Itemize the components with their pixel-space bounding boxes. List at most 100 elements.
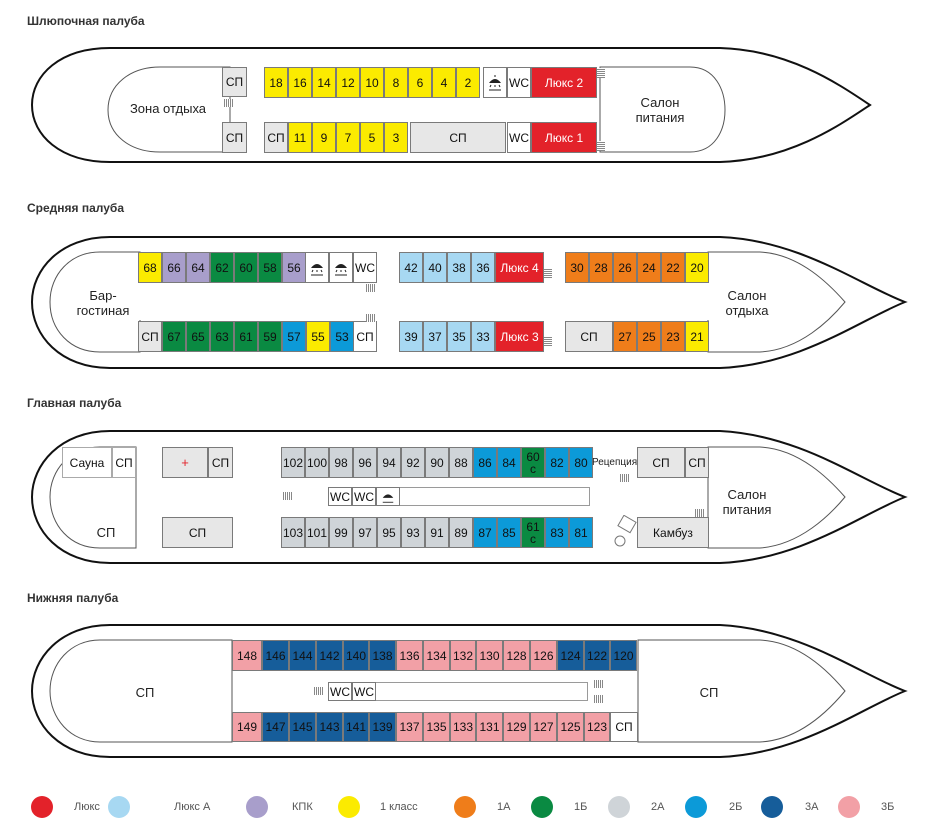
service-room[interactable]: СП: [264, 122, 288, 153]
cabin-boat[interactable]: 5: [360, 122, 384, 153]
cabin-middle[interactable]: 40: [423, 252, 447, 283]
wc-cell[interactable]: WC: [353, 252, 377, 283]
shower-cell[interactable]: [329, 252, 353, 283]
cabin-middle[interactable]: 35: [447, 321, 471, 352]
cabin-main[interactable]: 80: [569, 447, 593, 478]
cabin-boat[interactable]: 11: [288, 122, 312, 153]
wc-cell[interactable]: WC: [328, 487, 352, 506]
service-room[interactable]: СП: [162, 517, 233, 548]
cabin-lower[interactable]: 125: [557, 712, 584, 742]
cabin-lower[interactable]: 147: [262, 712, 289, 742]
cabin-boat[interactable]: 8: [384, 67, 408, 98]
cabin-lux-3[interactable]: Люкс 3: [495, 321, 544, 352]
cabin-lower[interactable]: 134: [423, 640, 450, 671]
cabin-lux-4[interactable]: Люкс 4: [495, 252, 544, 283]
cabin-lower[interactable]: 122: [584, 640, 610, 671]
cabin-main[interactable]: 101: [305, 517, 329, 548]
cabin-main[interactable]: 95: [377, 517, 401, 548]
cabin-middle[interactable]: 56: [282, 252, 306, 283]
cabin-main[interactable]: 81: [569, 517, 593, 548]
cabin-lower[interactable]: 123: [584, 712, 610, 742]
cabin-lower[interactable]: 128: [503, 640, 530, 671]
cabin-main[interactable]: 103: [281, 517, 305, 548]
cabin-main[interactable]: 84: [497, 447, 521, 478]
cabin-lux-1[interactable]: Люкс 1: [531, 122, 597, 153]
service-room[interactable]: СП: [353, 321, 377, 352]
cabin-middle[interactable]: 39: [399, 321, 423, 352]
cabin-boat[interactable]: 7: [336, 122, 360, 153]
cabin-middle[interactable]: 66: [162, 252, 186, 283]
cabin-main[interactable]: 87: [473, 517, 497, 548]
cabin-main[interactable]: 91: [425, 517, 449, 548]
wc-cell[interactable]: WC: [352, 487, 376, 506]
cabin-lower[interactable]: 149: [232, 712, 262, 742]
cabin-middle[interactable]: 20: [685, 252, 709, 283]
cabin-middle[interactable]: 63: [210, 321, 234, 352]
cabin-boat[interactable]: 9: [312, 122, 336, 153]
cabin-main[interactable]: 102: [281, 447, 305, 478]
cabin-lower[interactable]: 131: [476, 712, 503, 742]
shower-cell[interactable]: [305, 252, 329, 283]
cabin-middle[interactable]: 60: [234, 252, 258, 283]
cabin-middle[interactable]: 42: [399, 252, 423, 283]
cabin-lower[interactable]: 124: [557, 640, 584, 671]
cabin-boat[interactable]: 16: [288, 67, 312, 98]
cabin-boat[interactable]: 3: [384, 122, 408, 153]
cabin-middle[interactable]: 30: [565, 252, 589, 283]
cabin-lower[interactable]: 140: [343, 640, 369, 671]
cabin-middle[interactable]: 68: [138, 252, 162, 283]
cabin-main[interactable]: 97: [353, 517, 377, 548]
cabin-middle[interactable]: 23: [661, 321, 685, 352]
cabin-middle[interactable]: 67: [162, 321, 186, 352]
service-room[interactable]: СП: [565, 321, 613, 352]
cabin-main[interactable]: 98: [329, 447, 353, 478]
cabin-main[interactable]: 100: [305, 447, 329, 478]
cabin-middle[interactable]: 58: [258, 252, 282, 283]
cabin-lower[interactable]: 133: [450, 712, 476, 742]
cabin-lower[interactable]: 144: [289, 640, 316, 671]
cabin-lower[interactable]: 130: [476, 640, 503, 671]
cabin-main[interactable]: 83: [545, 517, 569, 548]
cabin-middle[interactable]: 38: [447, 252, 471, 283]
cabin-lower[interactable]: 142: [316, 640, 343, 671]
cabin-main[interactable]: 86: [473, 447, 497, 478]
cabin-middle[interactable]: 65: [186, 321, 210, 352]
cabin-middle[interactable]: 22: [661, 252, 685, 283]
cabin-middle[interactable]: 24: [637, 252, 661, 283]
service-room[interactable]: СП: [637, 447, 685, 478]
cabin-lower[interactable]: 135: [423, 712, 450, 742]
cabin-middle[interactable]: 55: [306, 321, 330, 352]
cabin-middle[interactable]: 28: [589, 252, 613, 283]
cabin-main[interactable]: 85: [497, 517, 521, 548]
cabin-lower[interactable]: 137: [396, 712, 423, 742]
wc-cell[interactable]: WC: [507, 122, 531, 153]
cabin-main[interactable]: 82: [545, 447, 569, 478]
service-room[interactable]: СП: [410, 122, 506, 153]
cabin-main[interactable]: 88: [449, 447, 473, 478]
sauna[interactable]: Сауна: [62, 447, 112, 478]
cabin-main[interactable]: 93: [401, 517, 425, 548]
cabin-middle[interactable]: 37: [423, 321, 447, 352]
service-room[interactable]: СП: [685, 447, 709, 478]
wc-cell[interactable]: WC: [352, 682, 376, 701]
service-room[interactable]: СП: [222, 67, 247, 97]
service-room[interactable]: СП: [208, 447, 233, 478]
shower-cell[interactable]: [376, 487, 400, 506]
cabin-middle[interactable]: 53: [330, 321, 354, 352]
cabin-middle[interactable]: 57: [282, 321, 306, 352]
cabin-boat[interactable]: 12: [336, 67, 360, 98]
cabin-lower[interactable]: 127: [530, 712, 557, 742]
galley[interactable]: Камбуз: [637, 517, 709, 548]
cabin-lower[interactable]: 141: [343, 712, 369, 742]
service-room[interactable]: СП: [138, 321, 162, 352]
cabin-middle[interactable]: 59: [258, 321, 282, 352]
cabin-middle[interactable]: 64: [186, 252, 210, 283]
cabin-main[interactable]: 94: [377, 447, 401, 478]
cabin-lower[interactable]: 138: [369, 640, 396, 671]
cabin-boat[interactable]: 2: [456, 67, 480, 98]
cabin-lower[interactable]: 132: [450, 640, 476, 671]
cabin-boat[interactable]: 14: [312, 67, 336, 98]
cabin-main[interactable]: 89: [449, 517, 473, 548]
cabin-main[interactable]: 99: [329, 517, 353, 548]
cabin-middle[interactable]: 62: [210, 252, 234, 283]
